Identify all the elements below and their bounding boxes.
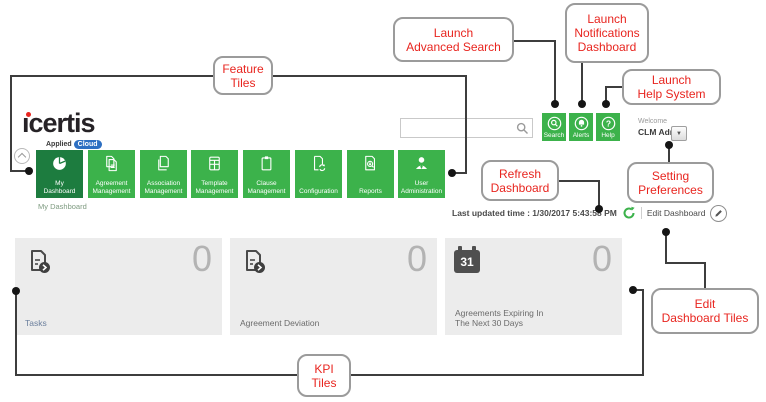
magnifier-icon[interactable] xyxy=(516,122,529,135)
kpi-tile-agreements-expiring[interactable]: 31 0 Agreements Expiring In The Next 30 … xyxy=(445,238,622,335)
callout-setting-preferences: Setting Preferences xyxy=(627,162,714,203)
doc-magnifier-icon xyxy=(347,154,394,173)
kpi-value: 0 xyxy=(406,238,427,279)
tile-label: User Administration xyxy=(400,180,443,195)
help-button[interactable]: ? Help xyxy=(596,113,620,141)
icertis-logo: ıcertis xyxy=(22,108,96,139)
kpi-label: Agreement Deviation xyxy=(240,318,320,328)
chevron-up-icon xyxy=(17,152,27,162)
callout-text: KPI Tiles xyxy=(311,361,337,390)
alerts-button-label: Alerts xyxy=(572,132,590,139)
chevron-down-icon: ▼ xyxy=(676,130,682,137)
doc-sync-icon xyxy=(295,154,342,173)
callout-kpi-tiles: KPI Tiles xyxy=(297,354,351,397)
tile-my-dashboard[interactable]: My Dashboard xyxy=(36,150,83,198)
callout-refresh-dashboard: Refresh Dashboard xyxy=(481,160,559,201)
user-preferences-dropdown[interactable]: ▼ xyxy=(671,126,687,141)
edit-dashboard-button[interactable] xyxy=(710,204,728,222)
callout-text: Setting Preferences xyxy=(638,168,703,197)
callout-text: Launch Help System xyxy=(637,73,706,101)
callout-launch-advanced-search: Launch Advanced Search xyxy=(393,17,514,62)
collapse-tiles-button[interactable] xyxy=(14,148,30,164)
tile-label: My Dashboard xyxy=(43,180,76,195)
tile-label: Reports xyxy=(359,187,382,195)
tile-label: Association Management xyxy=(144,180,183,195)
search-input[interactable] xyxy=(404,120,516,138)
callout-launch-notifications-dashboard: Launch Notifications Dashboard xyxy=(565,3,649,63)
logo-red-dot xyxy=(26,112,31,117)
global-search-box xyxy=(400,118,533,138)
kpi-tile-agreement-deviation[interactable]: 0 Agreement Deviation xyxy=(230,238,437,335)
tile-label: Clause Management xyxy=(247,180,286,195)
callout-launch-help-system: Launch Help System xyxy=(622,69,721,105)
tile-association-management[interactable]: Association Management xyxy=(140,150,187,198)
callout-text: Launch Notifications Dashboard xyxy=(574,12,640,54)
search-button[interactable]: Search xyxy=(542,113,566,141)
divider xyxy=(640,207,642,219)
user-name: CLM Admin xyxy=(638,127,685,137)
tile-configuration[interactable]: Configuration xyxy=(295,150,342,198)
tile-label: Configuration xyxy=(299,187,338,195)
pencil-icon xyxy=(715,209,723,217)
kpi-value: 0 xyxy=(591,238,612,279)
question-icon: ? xyxy=(601,116,615,131)
calendar-day: 31 xyxy=(460,254,474,269)
kpi-tile-tasks[interactable]: 0 Tasks xyxy=(15,238,222,335)
last-updated-text: Last updated time : 1/30/2017 5:43:58 PM xyxy=(452,208,617,218)
callout-text: Refresh Dashboard xyxy=(490,166,550,195)
icertis-logo-text: ıcertis xyxy=(22,108,96,138)
kpi-value: 0 xyxy=(191,238,212,279)
tile-label: Template Management xyxy=(195,180,234,195)
task-document-icon xyxy=(24,246,56,283)
calendar-31-icon: 31 xyxy=(454,246,480,273)
kpi-label: Agreements Expiring In The Next 30 Days xyxy=(455,308,544,328)
tile-label: Agreement Management xyxy=(92,180,131,195)
tile-template-management[interactable]: Template Management xyxy=(191,150,238,198)
agreement-docs-icon xyxy=(88,154,135,173)
alerts-button[interactable]: Alerts xyxy=(569,113,593,141)
welcome-block: Welcome CLM Admin xyxy=(638,118,685,137)
tile-clause-management[interactable]: Clause Management xyxy=(243,150,290,198)
callout-feature-tiles: Feature Tiles xyxy=(213,56,273,95)
cloud-badge: Cloud xyxy=(73,140,102,149)
clipboard-icon xyxy=(243,154,290,173)
breadcrumb: My Dashboard xyxy=(38,202,87,211)
stacked-docs-icon xyxy=(140,154,187,173)
edit-dashboard-label[interactable]: Edit Dashboard xyxy=(646,208,706,218)
callout-text: Edit Dashboard Tiles xyxy=(661,297,749,325)
bell-icon xyxy=(574,116,588,131)
tile-user-administration[interactable]: User Administration xyxy=(398,150,445,198)
user-icon xyxy=(398,154,445,173)
callout-edit-dashboard-tiles: Edit Dashboard Tiles xyxy=(651,288,759,334)
callout-text: Feature Tiles xyxy=(222,61,264,90)
dashboard-status-row: Last updated time : 1/30/2017 5:43:58 PM… xyxy=(452,204,728,222)
tile-agreement-management[interactable]: Agreement Management xyxy=(88,150,135,198)
search-button-label: Search xyxy=(543,132,565,139)
pie-chart-icon xyxy=(36,154,83,173)
task-document-icon xyxy=(239,246,271,283)
svg-text:?: ? xyxy=(605,118,610,128)
magnifier-icon xyxy=(547,116,561,131)
applied-label: Applied xyxy=(46,141,72,148)
welcome-label: Welcome xyxy=(638,118,668,125)
refresh-icon[interactable] xyxy=(622,206,636,220)
applied-cloud-tagline: Applied Cloud xyxy=(46,140,102,149)
callout-text: Launch Advanced Search xyxy=(406,25,501,54)
template-grid-icon xyxy=(191,154,238,173)
kpi-label: Tasks xyxy=(25,318,47,328)
tile-reports[interactable]: Reports xyxy=(347,150,394,198)
help-button-label: Help xyxy=(601,132,615,139)
